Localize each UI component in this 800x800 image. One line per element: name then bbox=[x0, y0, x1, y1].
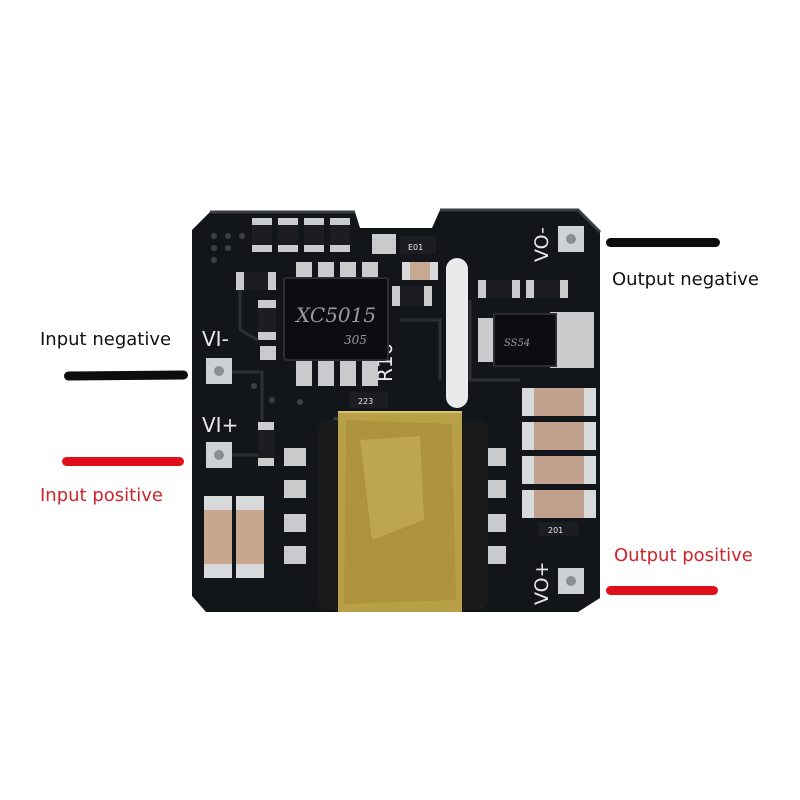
output-positive-label: Output positive bbox=[614, 545, 753, 566]
silk-223: 223 bbox=[358, 397, 373, 406]
output-negative-label: Output negative bbox=[612, 269, 759, 290]
ic-marking-2: 305 bbox=[344, 333, 367, 347]
silk-vi-minus: VI- bbox=[202, 327, 229, 351]
input-negative-wire bbox=[63, 370, 189, 381]
transformer-pads bbox=[284, 448, 506, 564]
input-negative-label: Input negative bbox=[40, 329, 172, 350]
diode-marking: SS54 bbox=[504, 338, 530, 349]
pcb-traces bbox=[232, 290, 520, 457]
board-slot bbox=[446, 258, 468, 408]
transformer bbox=[318, 411, 488, 612]
silk-vo-minus: VO- bbox=[531, 227, 553, 262]
top-resistors bbox=[252, 218, 350, 252]
input-capacitors bbox=[204, 496, 264, 578]
silk-201: 201 bbox=[548, 526, 563, 535]
output-negative-wire bbox=[606, 238, 720, 247]
silk-vo-plus: VO+ bbox=[531, 561, 553, 605]
ic-marking-1: XC5015 bbox=[294, 303, 376, 327]
vias bbox=[211, 233, 339, 423]
input-positive-wire bbox=[62, 457, 184, 466]
diode: SS54 bbox=[478, 312, 594, 368]
ic-chip: XC5015 305 bbox=[283, 262, 389, 386]
silk-e01: E01 bbox=[408, 243, 423, 252]
capacitor-stack bbox=[522, 388, 596, 518]
input-positive-label: Input positive bbox=[40, 485, 163, 506]
silk-vi-plus: VI+ bbox=[202, 413, 238, 437]
output-positive-wire bbox=[606, 586, 718, 595]
